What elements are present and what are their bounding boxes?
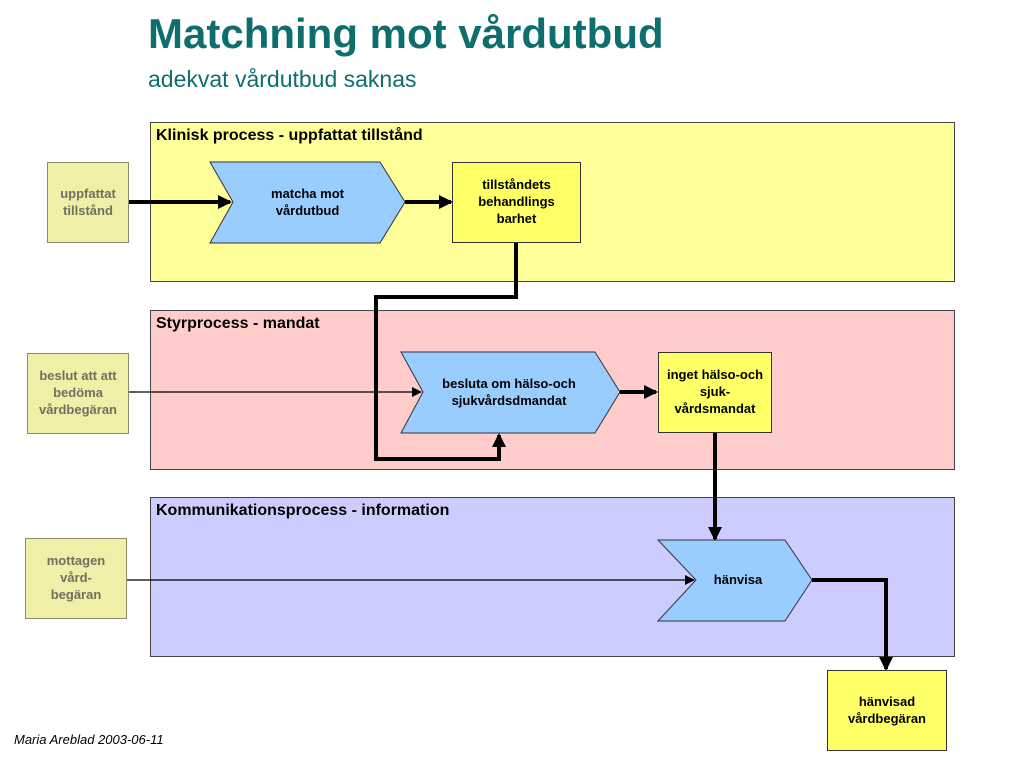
process-matcha-label: matcha mot vårdutbud	[271, 185, 344, 218]
arrow-hanvisa-to-hanvisad	[812, 578, 893, 671]
page-subtitle: adekvat vårdutbud saknas	[148, 66, 417, 92]
footer-author-date: Maria Areblad 2003-06-11	[14, 732, 164, 747]
result-hanvisad-vardbegaran: hänvisad vårdbegäran	[827, 670, 947, 751]
chevron-besluta	[400, 351, 621, 434]
page-title: Matchning mot vårdutbud	[148, 10, 664, 57]
input-mottagen-vardbegaran: mottagen vård-begäran	[25, 538, 127, 619]
process-besluta-label: besluta om hälso-och sjukvårdsdmandat	[442, 375, 576, 408]
arrow-tillstandets-to-besluta	[374, 243, 518, 461]
input-uppfattat-tillstand: uppfattat tillstånd	[47, 162, 129, 243]
chevron-matcha	[209, 161, 406, 244]
lane-kommunikationsprocess: Kommunikationsprocess - information	[150, 497, 955, 657]
result-inget-mandat: inget hälso-och sjuk-vårdsmandat	[658, 352, 772, 433]
chevron-hanvisa	[656, 539, 813, 622]
lane-label-kommunikation: Kommunikationsprocess - information	[156, 502, 450, 519]
lane-label-klinisk: Klinisk process - uppfattat tillstånd	[156, 127, 423, 144]
process-hanvisa-label: hänvisa	[713, 572, 763, 588]
result-tillstandets-behandlingsbarhet: tillståndets behandlings barhet	[452, 162, 581, 243]
lane-label-styr: Styrprocess - mandat	[156, 315, 320, 332]
input-beslut-bedoma: beslut att att bedöma vårdbegäran	[27, 353, 129, 434]
